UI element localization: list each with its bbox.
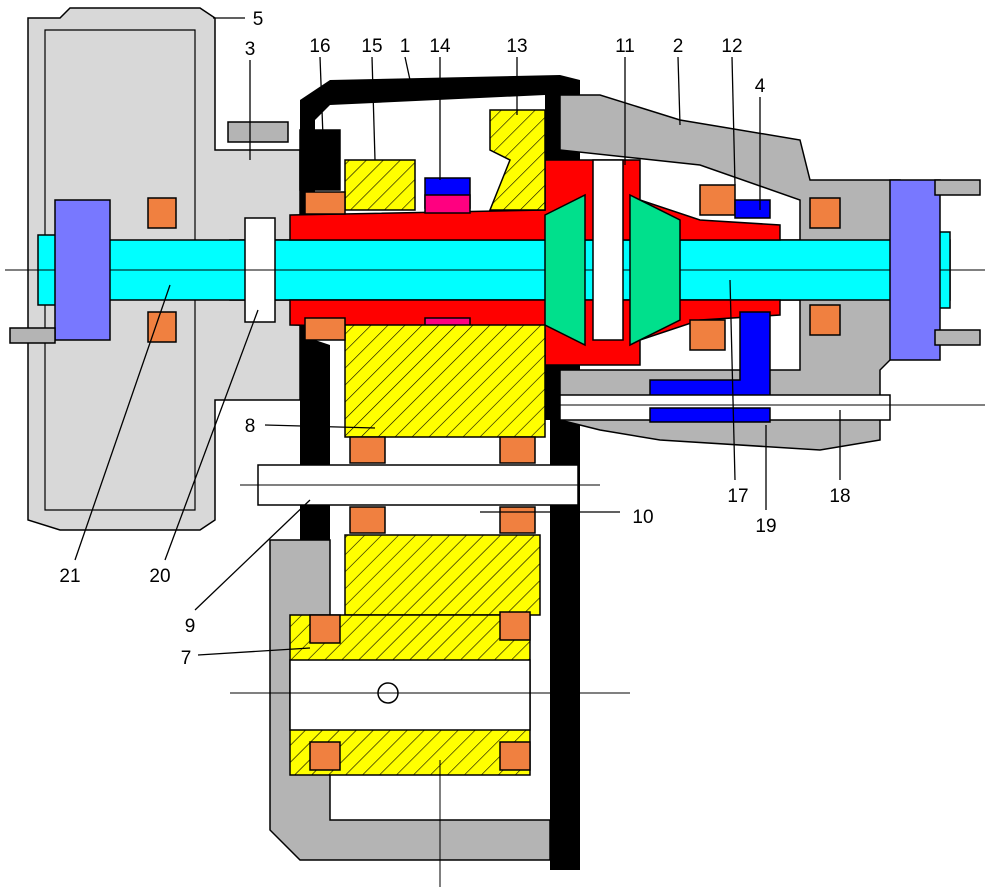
shift-rail-spring-19	[649, 407, 771, 423]
bearing-7-bottom-right	[499, 741, 531, 771]
gear-13	[488, 109, 546, 211]
gear-15	[344, 159, 416, 211]
label-3: 3	[245, 39, 256, 60]
right-flange	[889, 179, 941, 361]
sleeve-insert-top	[424, 194, 471, 214]
bearing-8-right	[499, 436, 536, 464]
right-stud-bottom	[934, 329, 981, 346]
bearing-right-top	[809, 197, 841, 229]
bearing-12	[699, 184, 736, 216]
differential-side-gear-right	[629, 193, 681, 347]
label-14: 14	[429, 36, 451, 57]
bearing-left-top	[147, 197, 177, 229]
bearing-7-top-left	[309, 614, 341, 644]
label-4: 4	[755, 76, 766, 97]
label-8: 8	[245, 416, 256, 437]
label-15: 15	[361, 36, 382, 57]
label-7: 7	[181, 648, 192, 669]
label-5: 5	[253, 9, 264, 30]
label-19: 19	[755, 516, 776, 537]
bearing-16-bottom	[304, 317, 346, 341]
label-12: 12	[721, 36, 742, 57]
drive-gear-16	[299, 129, 341, 191]
label-20: 20	[149, 566, 170, 587]
gear-3	[227, 121, 289, 143]
left-stud	[9, 327, 56, 344]
bearing-8-left	[349, 436, 386, 464]
bearing-12-bottom	[689, 319, 726, 351]
left-cover-inner	[44, 29, 196, 511]
label-1: 1	[400, 36, 411, 57]
label-11: 11	[615, 36, 635, 57]
bearing-10-left	[349, 506, 386, 534]
label-17: 17	[727, 486, 748, 507]
leader-lines	[74, 17, 841, 656]
label-13: 13	[506, 36, 527, 57]
right-housing	[559, 94, 901, 451]
label-2: 2	[673, 36, 684, 57]
bearing-7-bottom-left	[309, 741, 341, 771]
countershaft-gear	[344, 534, 541, 616]
label-16: 16	[309, 36, 330, 57]
right-stud-top	[934, 179, 981, 196]
differential-side-gear-left	[544, 193, 586, 347]
label-18: 18	[829, 486, 850, 507]
bearing-right-bottom	[809, 304, 841, 336]
differential-pin	[592, 159, 624, 341]
left-flange	[54, 199, 111, 341]
bearing-10-right	[499, 506, 536, 534]
label-9: 9	[185, 616, 196, 637]
bearing-16	[304, 191, 346, 215]
label-10: 10	[632, 507, 653, 528]
label-21: 21	[59, 566, 80, 587]
output-shaft	[289, 659, 531, 731]
part-4	[734, 199, 771, 219]
bearing-7-top-right	[499, 611, 531, 641]
gear-8	[344, 324, 546, 438]
